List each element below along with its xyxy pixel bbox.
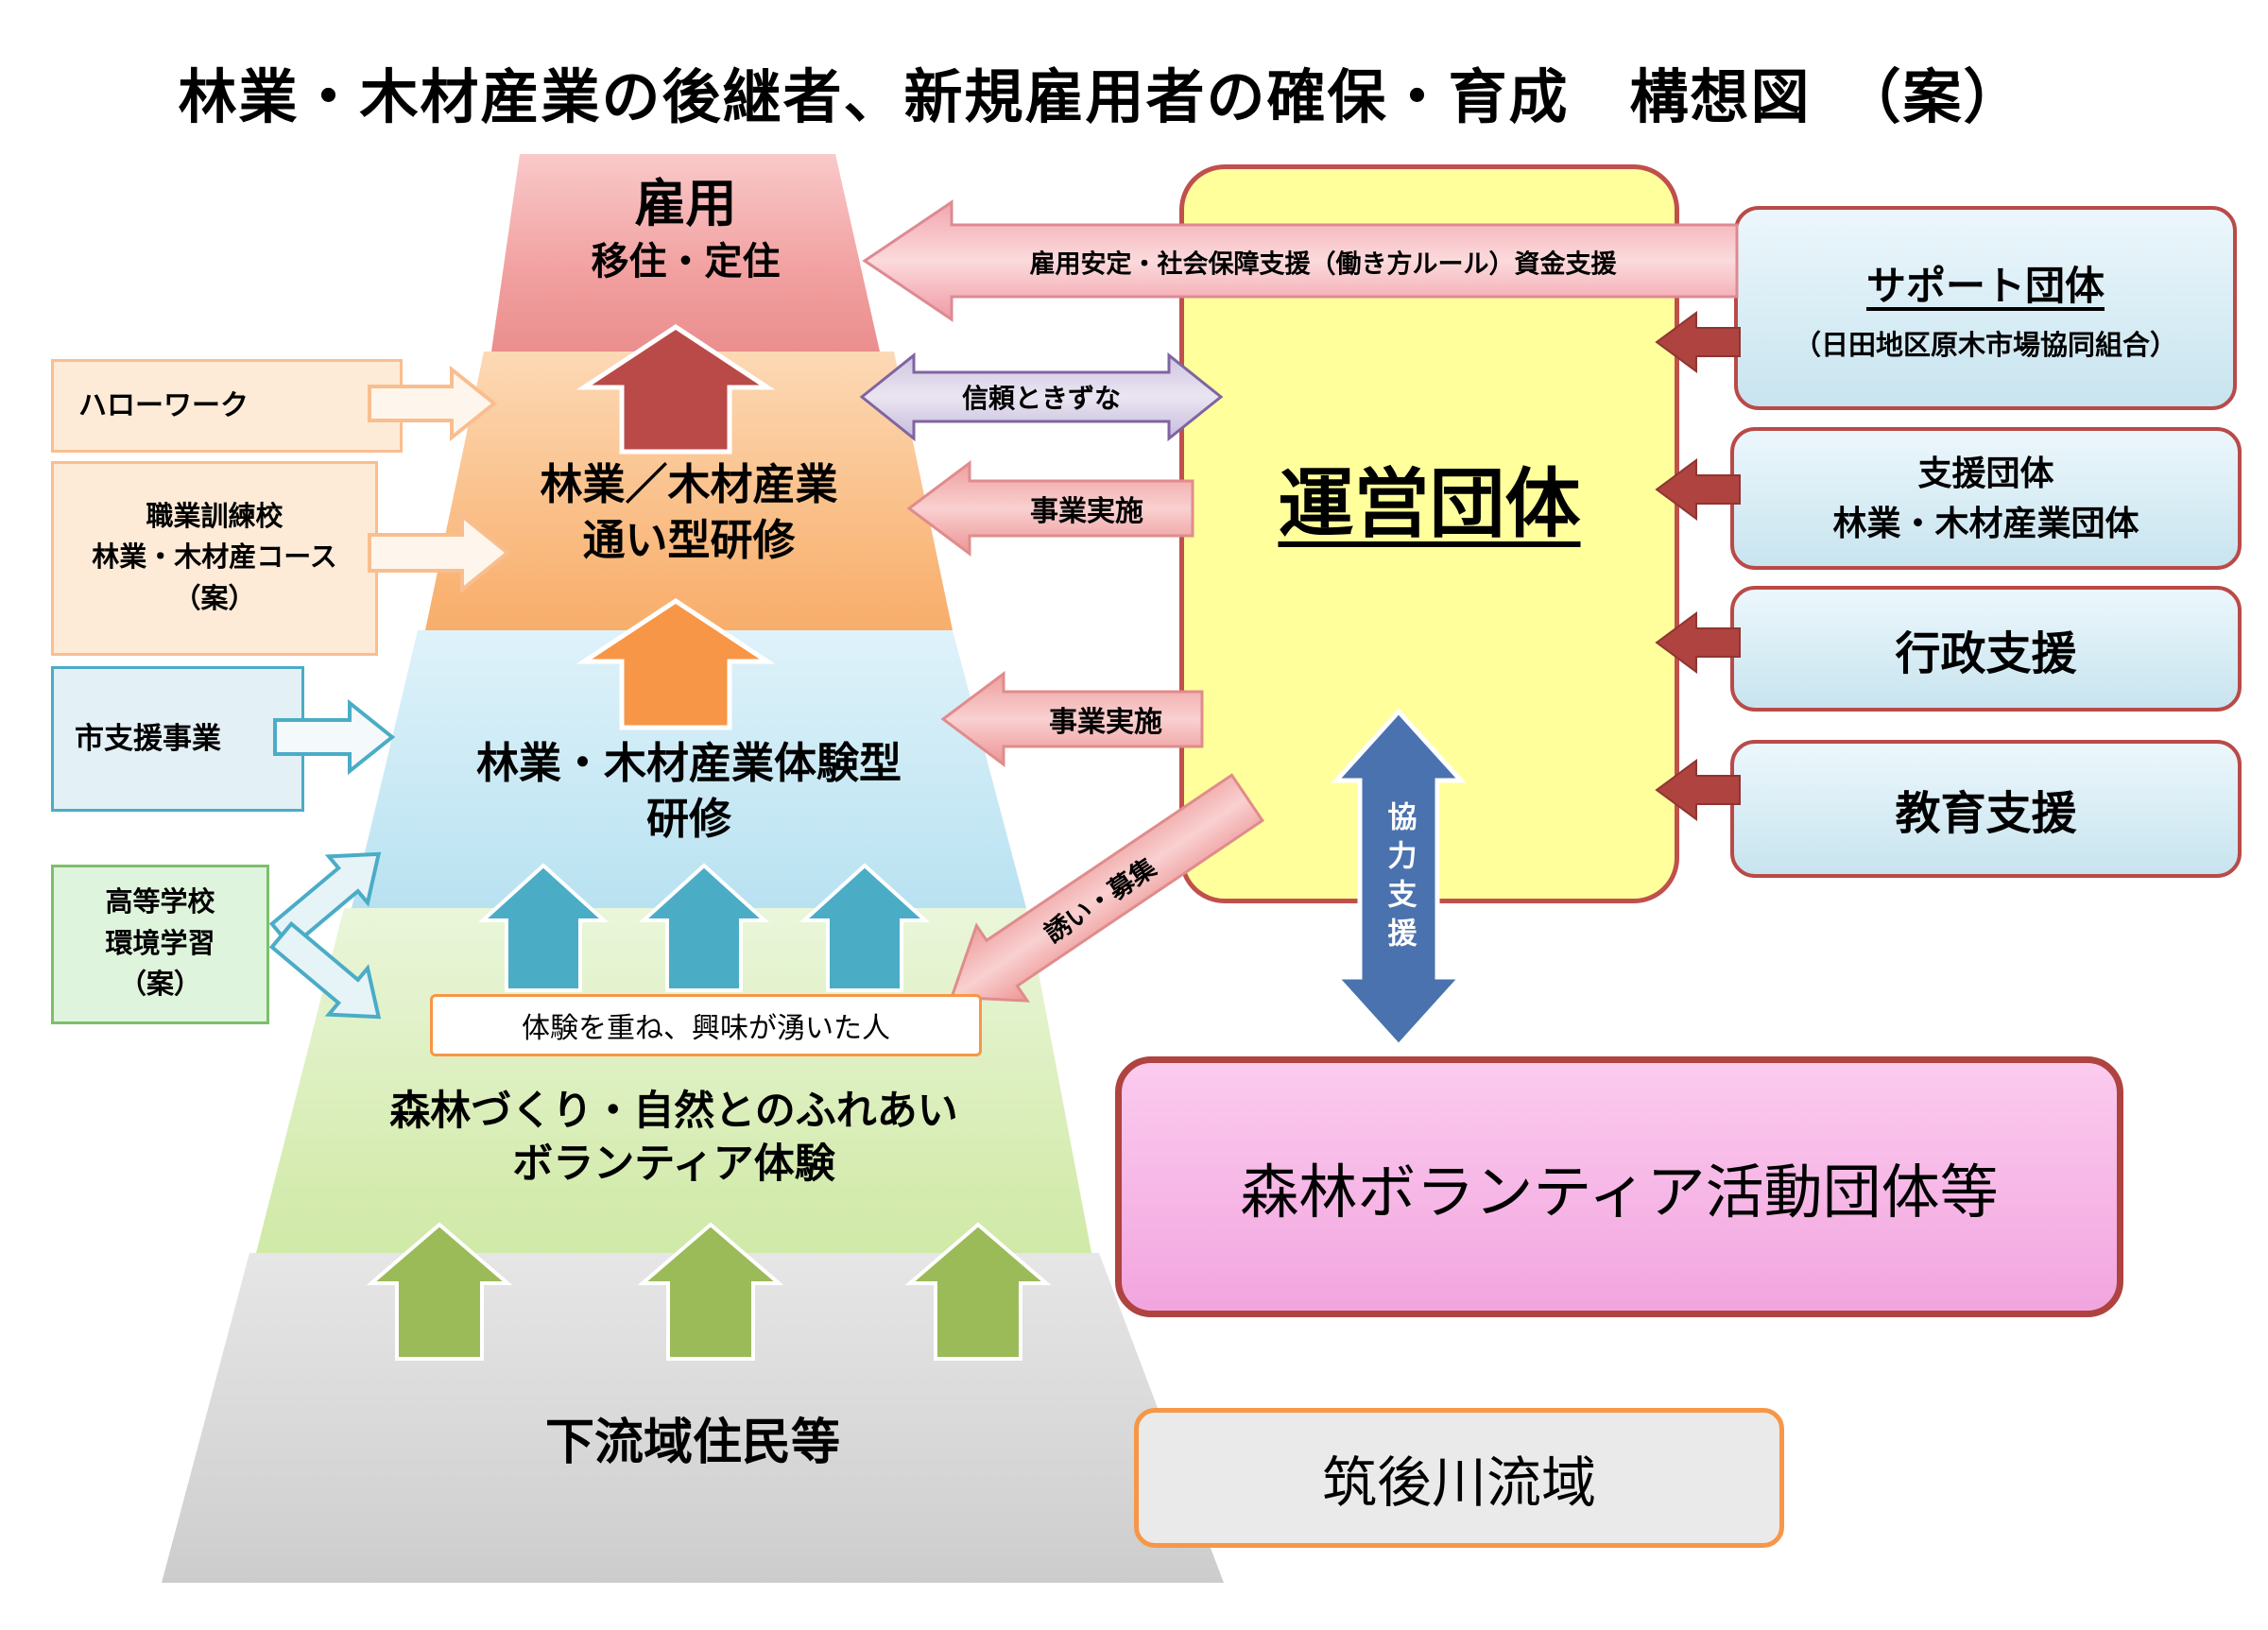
interest-note-box: 体験を重ね、興味が湧いた人: [430, 994, 982, 1056]
support-org-subtitle: （日田地区原木市場協同組合）: [1793, 330, 2177, 361]
layer-employment-line1: 雇用: [634, 176, 737, 232]
vocational-line2: 林業・木材産コース: [92, 542, 337, 574]
hellowork-label: ハローワーク: [78, 390, 249, 421]
forest-volunteer-org-label: 森林ボランティア活動団体等: [1240, 1160, 1999, 1226]
business-arrow-1-label: 事業実施: [1030, 496, 1143, 527]
high-school-line1: 高等学校: [105, 887, 215, 918]
high-school-line2: 環境学習: [105, 928, 215, 959]
layer-experience-line2: 研修: [645, 794, 731, 843]
industry-org-line2: 林業・木材産業団体: [1832, 503, 2139, 542]
interest-note-label: 体験を重ね、興味が湧いた人: [522, 1013, 890, 1044]
government-support-label: 行政支援: [1895, 628, 2077, 679]
vocational-school-box: 職業訓練校 林業・木材産コース （案）: [51, 461, 378, 656]
layer-commute-line1: 林業／木材産業: [540, 460, 838, 508]
pyramid-layer-employment: 雇用 移住・定住: [491, 154, 880, 352]
education-support-box: 教育支援: [1730, 740, 2242, 878]
hellowork-box: ハローワーク: [51, 359, 403, 453]
employment-support-arrow-label: 雇用安定・社会保障支援（働き方ルール）資金支援: [1029, 249, 1617, 279]
trust-arrow-label: 信頼ときずな: [961, 384, 1122, 413]
support-org-box: サポート団体 （日田地区原木市場協同組合）: [1734, 206, 2237, 410]
support-org-title: サポート団体: [1865, 263, 2105, 308]
pyramid-layer-residents: 下流域住民等: [162, 1253, 1224, 1583]
river-basin-box: 筑後川流域: [1134, 1408, 1784, 1548]
operator-org-label: 運営団体: [1278, 462, 1581, 546]
page-title: 林業・木材産業の後継者、新規雇用者の確保・育成 構想図 （案）: [178, 65, 2024, 130]
river-basin-label: 筑後川流域: [1321, 1452, 1596, 1514]
city-support-box: 市支援事業: [51, 666, 304, 812]
layer-experience-line1: 林業・木材産業体験型: [475, 739, 902, 787]
forest-volunteer-org-box: 森林ボランティア活動団体等: [1115, 1056, 2123, 1317]
invite-arrow-label: 誘い・募集: [1040, 852, 1161, 949]
vocational-line3: （案）: [173, 583, 256, 614]
industry-org-line1: 支援団体: [1917, 454, 2054, 493]
layer-commute-line2: 通い型研修: [582, 515, 796, 564]
business-arrow-2-label: 事業実施: [1049, 707, 1162, 738]
vocational-line1: 職業訓練校: [146, 501, 284, 532]
layer-volunteer-line1: 森林づくり・自然とのふれあい: [389, 1089, 958, 1134]
high-school-line3: （案）: [118, 969, 201, 1001]
cooperation-arrow-label: 協力支援: [1383, 801, 1417, 956]
city-support-label: 市支援事業: [75, 721, 221, 755]
layer-volunteer-line2: ボランティア体験: [512, 1141, 835, 1187]
layer-residents-label: 下流域住民等: [544, 1416, 840, 1470]
high-school-box: 高等学校 環境学習 （案）: [51, 865, 269, 1024]
industry-org-box: 支援団体 林業・木材産業団体: [1730, 427, 2242, 570]
education-support-label: 教育支援: [1895, 789, 2077, 839]
layer-employment-line2: 移住・定住: [591, 241, 781, 283]
government-support-box: 行政支援: [1730, 586, 2242, 712]
